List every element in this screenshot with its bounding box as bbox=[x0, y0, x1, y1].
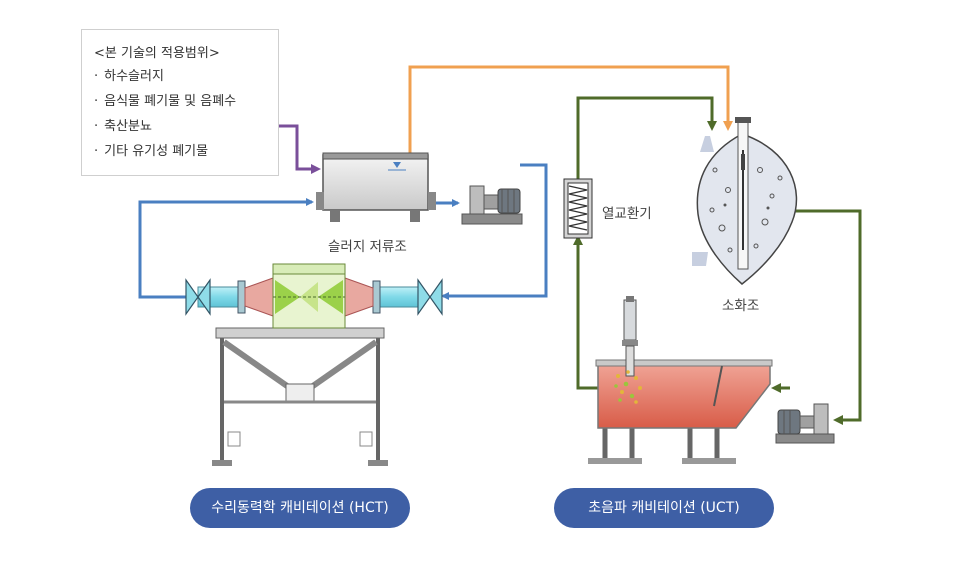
application-scope-box: <본 기술의 적용범위> ·하수슬러지 ·음식물 폐기물 및 음폐수 ·축산분뇨… bbox=[81, 29, 279, 176]
hct-return-line bbox=[138, 198, 314, 299]
circulation-pump bbox=[461, 185, 523, 225]
digester-to-pump-line bbox=[795, 209, 862, 425]
digester-label: 소화조 bbox=[722, 298, 760, 314]
pump-to-hct-line bbox=[441, 163, 548, 300]
scope-item: ·하수슬러지 bbox=[94, 69, 164, 84]
sludge-tank bbox=[316, 152, 436, 222]
uct-to-hx-line bbox=[573, 235, 598, 390]
uct-button[interactable]: 초음파 캐비테이션 (UCT) bbox=[554, 488, 774, 528]
scope-title: <본 기술의 적용범위> bbox=[94, 46, 220, 61]
scope-item: ·축산분뇨 bbox=[94, 119, 152, 134]
scope-item: ·기타 유기성 폐기물 bbox=[94, 144, 209, 159]
uct-pump bbox=[775, 403, 835, 444]
sludge-tank-label: 슬러지 저류조 bbox=[328, 239, 407, 255]
heat-exchanger bbox=[563, 178, 593, 239]
hx-to-digester-line bbox=[576, 96, 717, 179]
orange-transfer-line bbox=[408, 65, 733, 155]
hct-device bbox=[185, 263, 443, 466]
digester bbox=[692, 117, 798, 285]
uct-tank bbox=[588, 296, 773, 464]
hct-button[interactable]: 수리동력학 캐비테이션 (HCT) bbox=[190, 488, 410, 528]
heat-exchanger-label: 열교환기 bbox=[602, 206, 652, 222]
scope-item: ·음식물 폐기물 및 음폐수 bbox=[94, 94, 237, 109]
scope-list: ·하수슬러지 ·음식물 폐기물 및 음폐수 ·축산분뇨 ·기타 유기성 폐기물 bbox=[94, 68, 236, 168]
feed-line bbox=[279, 124, 321, 174]
